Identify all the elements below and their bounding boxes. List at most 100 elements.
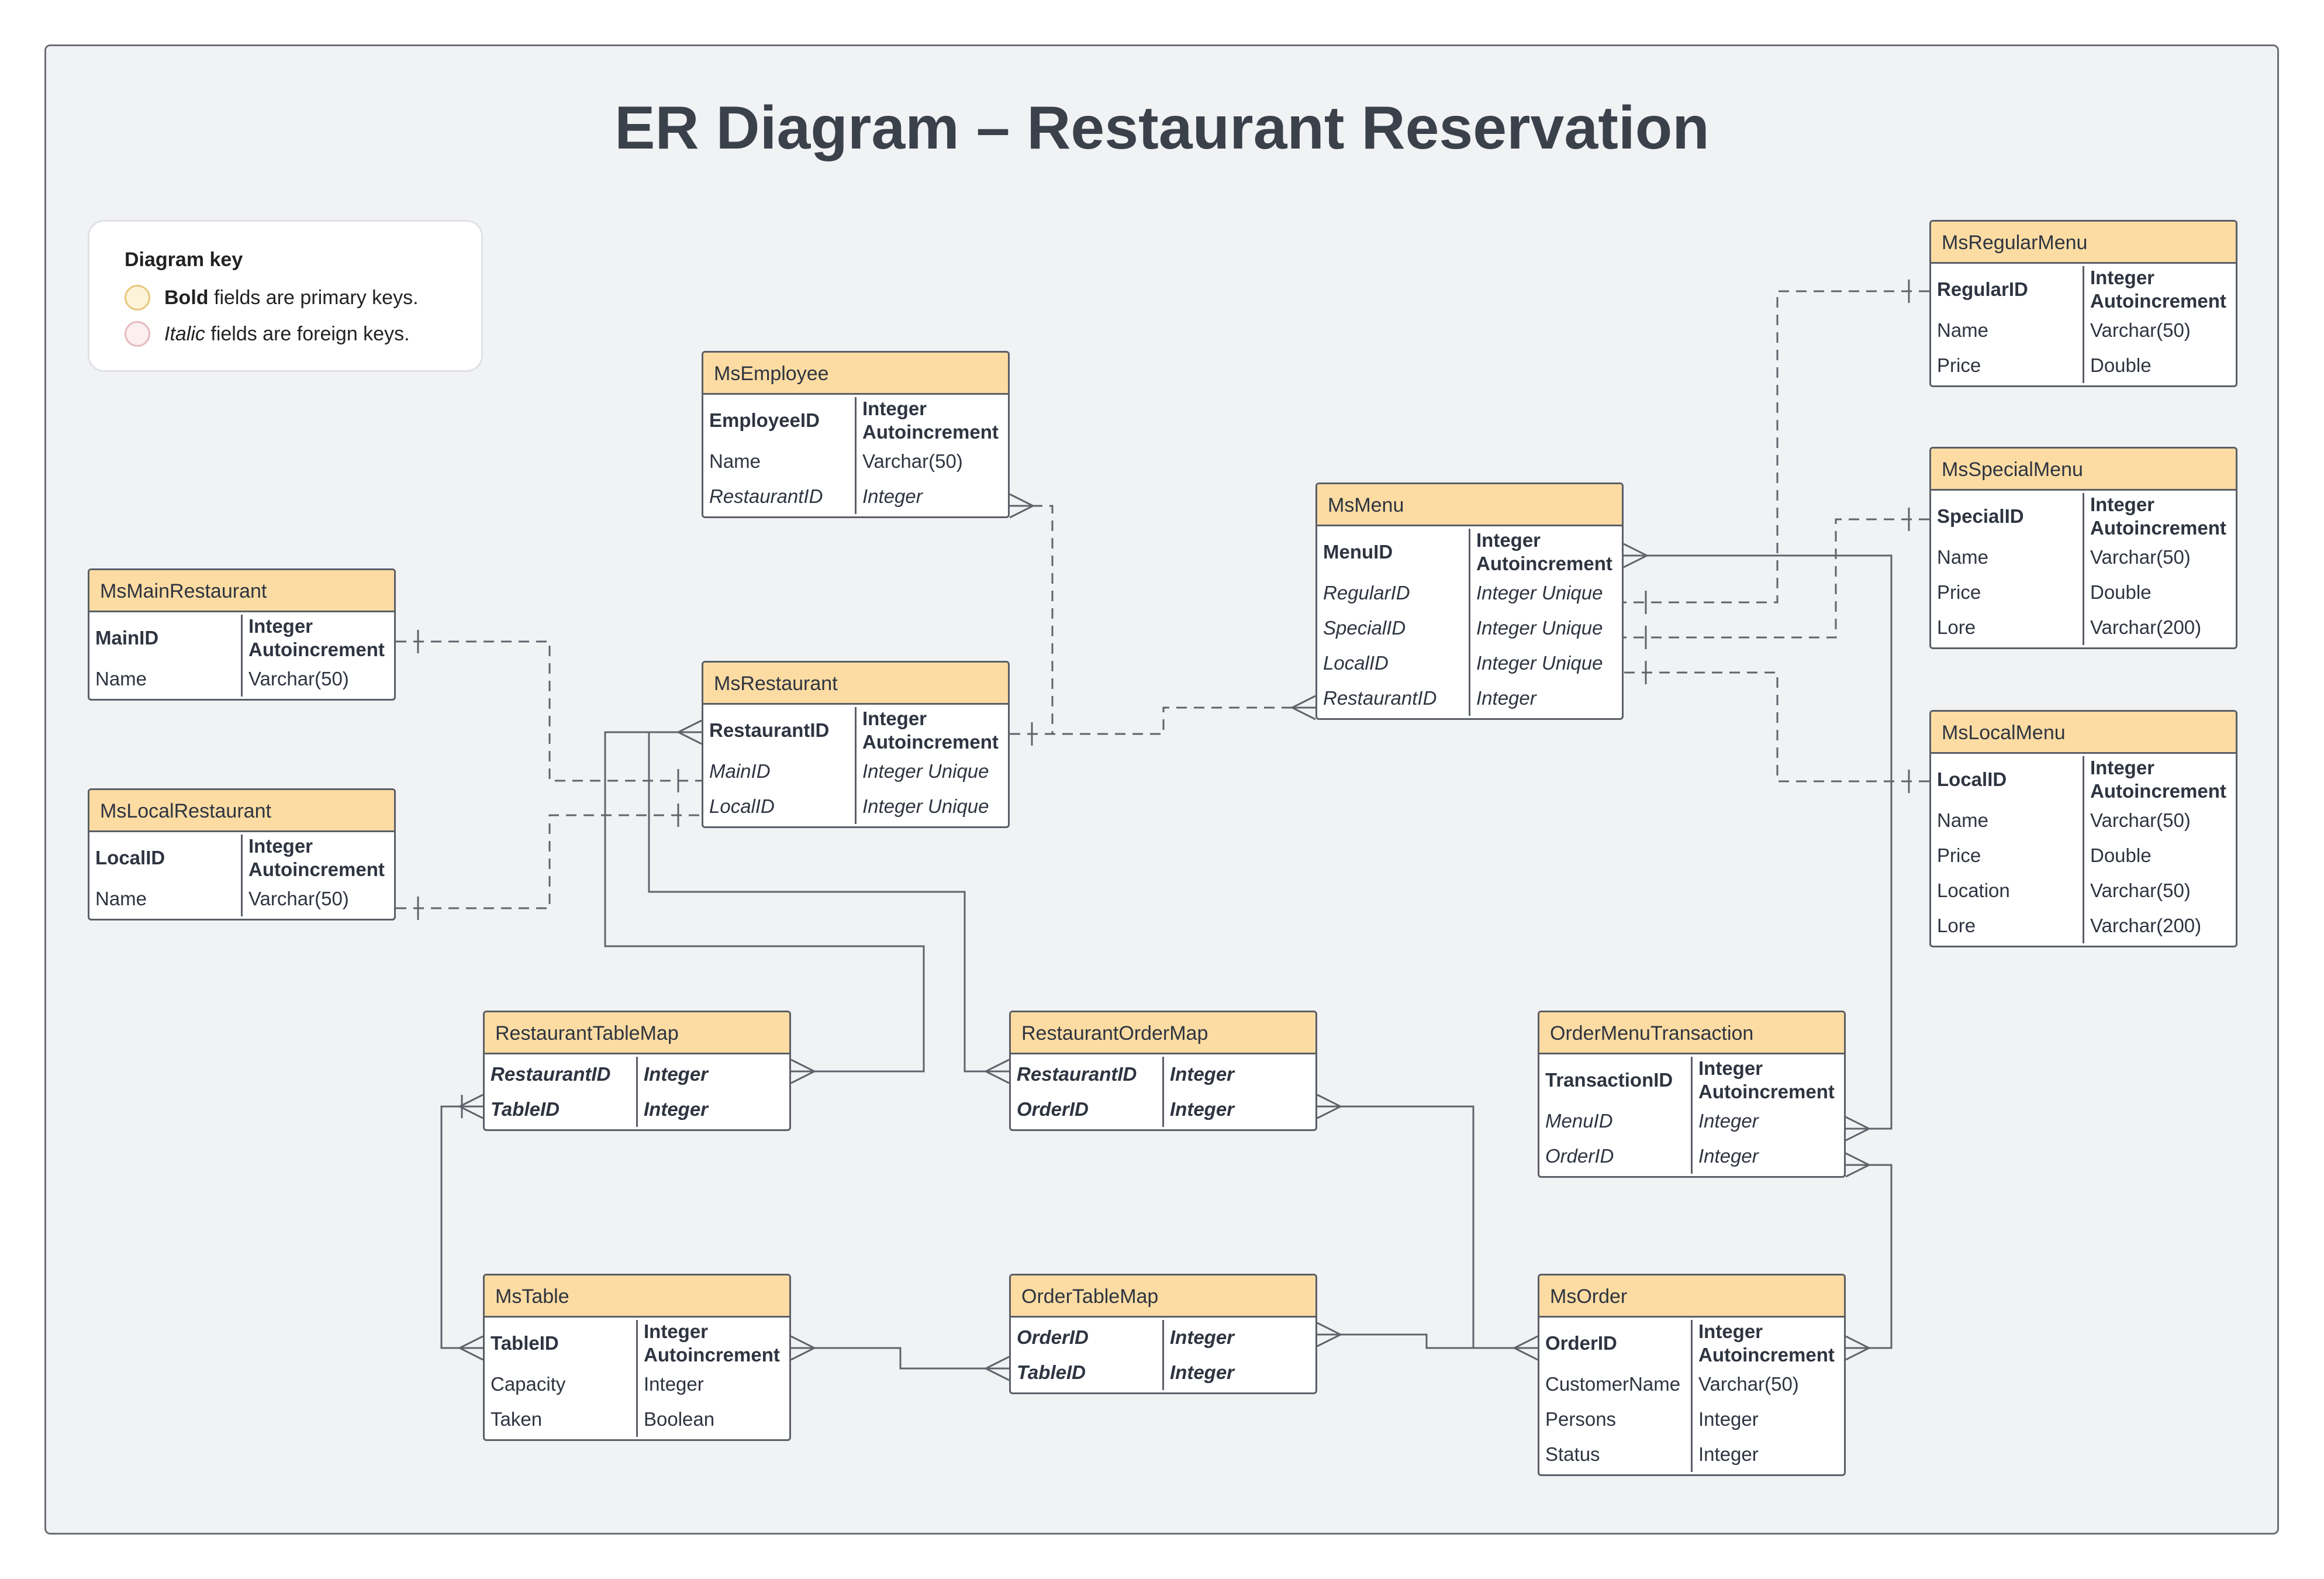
entity-bottom-padding: [1931, 645, 2236, 647]
entity-bottom-padding: [703, 514, 1008, 516]
field-type: Integer: [1698, 1110, 1759, 1132]
field-type: Varchar(50): [2090, 809, 2191, 831]
field-name: TableID: [485, 1092, 638, 1127]
field-type: Double: [2090, 354, 2152, 376]
legend-foreign-key: Italic fields are foreign keys.: [125, 321, 410, 347]
field-type: Integer: [644, 1373, 704, 1395]
field-name: Name: [89, 661, 243, 697]
field-type: Integer Unique: [1476, 582, 1603, 604]
field-name: SpecialID: [1931, 493, 2084, 540]
entity-bottom-padding: [1539, 1472, 1844, 1474]
field-type: Varchar(50): [2090, 319, 2191, 341]
field-name: Capacity: [485, 1367, 638, 1402]
field-row-table-id: TableID Integer: [1011, 1355, 1315, 1390]
entity-title: RestaurantOrderMap: [1011, 1012, 1315, 1054]
field-name: LocalID: [1317, 646, 1470, 681]
field-name: OrderID: [1539, 1320, 1693, 1367]
entity-title: RestaurantTableMap: [485, 1012, 789, 1054]
field-type: Integer Autoincrement: [2090, 267, 2226, 312]
entity-bottom-padding: [485, 1437, 789, 1439]
entity-title: MsTable: [485, 1275, 789, 1318]
field-type: Integer Autoincrement: [248, 835, 385, 880]
entity-title: MsSpecialMenu: [1931, 449, 2236, 491]
field-type: Varchar(50): [248, 668, 349, 689]
field-type: Integer Autoincrement: [2090, 757, 2226, 802]
entity-bottom-padding: [89, 916, 394, 919]
field-type: Varchar(50): [2090, 880, 2191, 901]
field-row-local-id: LocalID Integer Unique: [1317, 646, 1622, 681]
field-type: Integer Autoincrement: [1698, 1321, 1835, 1366]
field-name: Price: [1931, 838, 2084, 873]
field-name: Name: [1931, 803, 2084, 838]
field-name: OrderID: [1011, 1320, 1164, 1355]
field-name: Taken: [485, 1402, 638, 1437]
field-type: Varchar(50): [862, 450, 963, 472]
field-type: Varchar(200): [2090, 616, 2202, 638]
field-type: Integer: [644, 1063, 709, 1085]
entity-bottom-padding: [1931, 383, 2236, 385]
field-type: Varchar(50): [2090, 546, 2191, 568]
entity-title: MsLocalMenu: [1931, 712, 2236, 754]
field-type: Integer Unique: [1476, 652, 1603, 674]
field-type: Double: [2090, 581, 2152, 603]
entity-bottom-padding: [1011, 1390, 1315, 1392]
field-name: Location: [1931, 873, 2084, 908]
field-name: TableID: [1011, 1355, 1164, 1390]
field-row-name: Name Varchar(50): [1931, 540, 2236, 575]
field-type: Integer: [1476, 687, 1536, 709]
field-name: LocalID: [703, 789, 857, 824]
field-name: Lore: [1931, 908, 2084, 943]
entity-title: OrderTableMap: [1011, 1275, 1315, 1318]
legend-pk-text: fields are primary keys.: [208, 286, 419, 309]
field-type: Integer: [1170, 1361, 1235, 1383]
field-name: Price: [1931, 575, 2084, 610]
field-name: Name: [1931, 540, 2084, 575]
entity-bottom-padding: [703, 824, 1008, 826]
entity-bottom-padding: [1931, 943, 2236, 946]
field-row-name: Name Varchar(50): [1931, 803, 2236, 838]
entity-bottom-padding: [485, 1127, 789, 1129]
entity-title: MsMenu: [1317, 484, 1622, 526]
field-name: RestaurantID: [1011, 1057, 1164, 1092]
field-name: Name: [89, 881, 243, 916]
field-name: MainID: [703, 754, 857, 789]
field-name: CustomerName: [1539, 1367, 1693, 1402]
field-name: RestaurantID: [703, 707, 857, 754]
field-type: Varchar(200): [2090, 915, 2202, 936]
field-type: Integer Autoincrement: [248, 615, 385, 660]
